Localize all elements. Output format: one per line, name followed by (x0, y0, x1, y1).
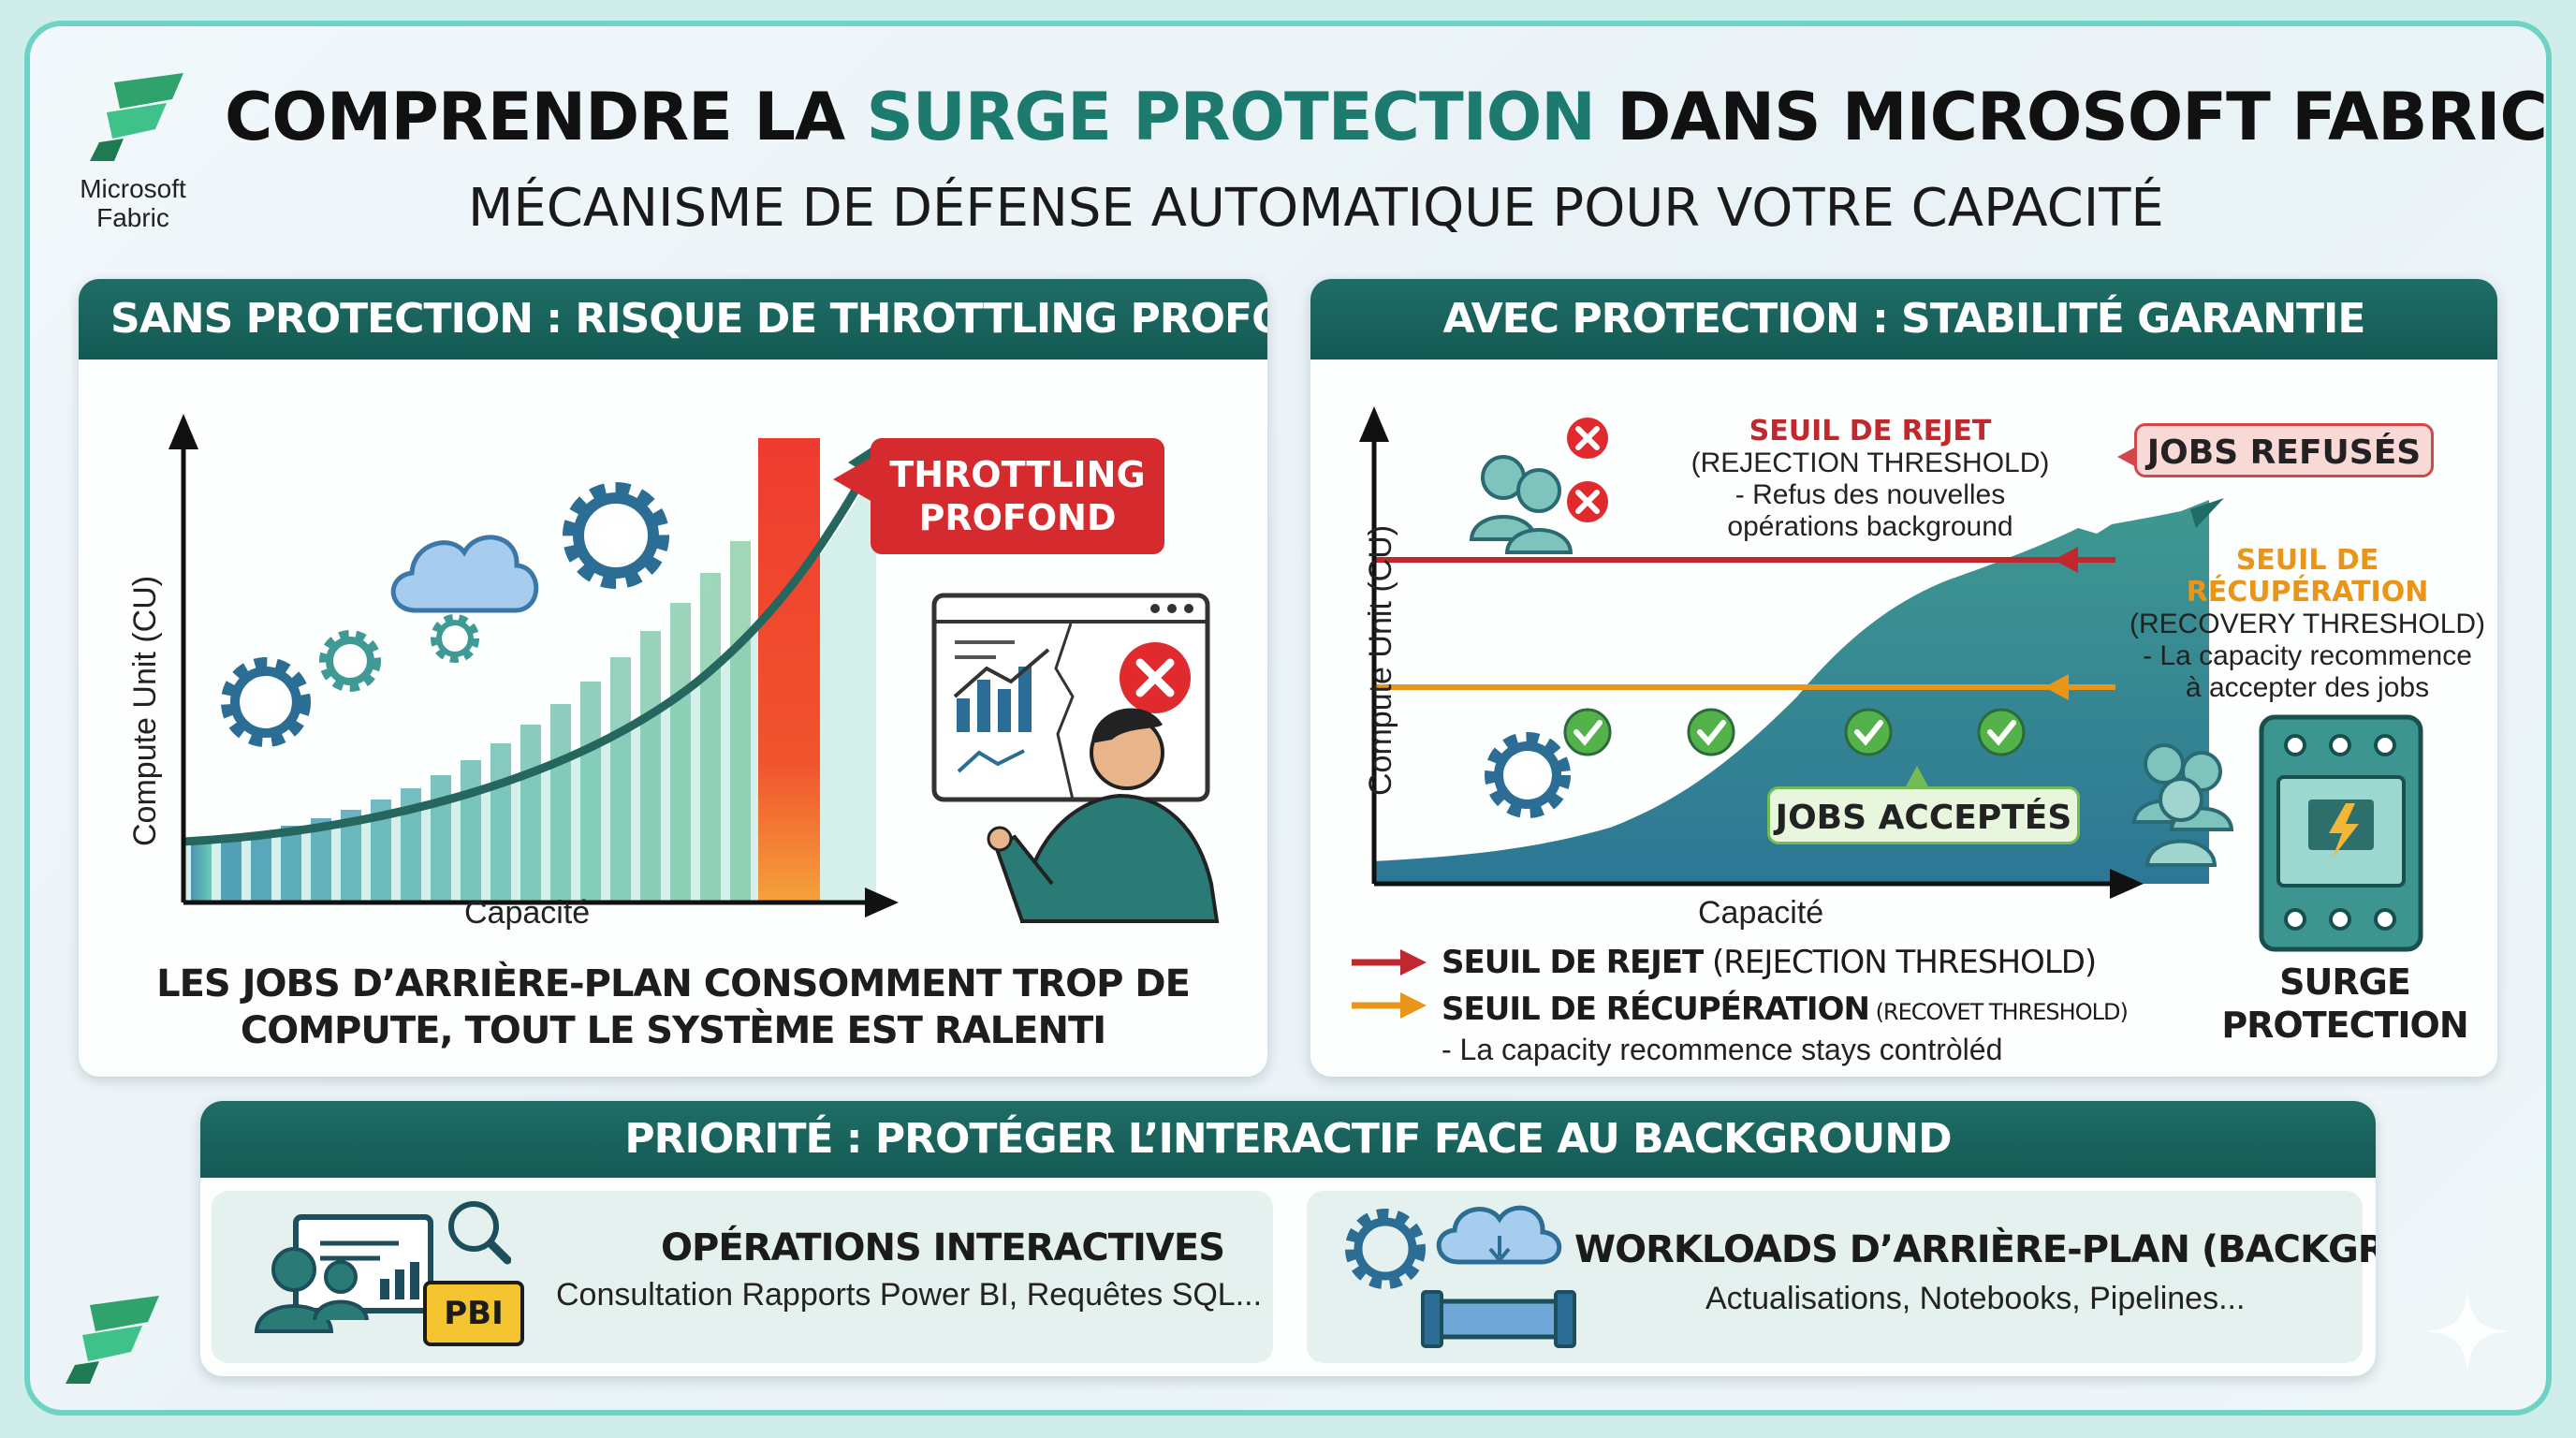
priority-section: PRIORITÉ : PROTÉGER L’INTERACTIF FACE AU… (200, 1101, 2376, 1376)
throttling-bar (758, 438, 820, 902)
panel-with-protection: AVEC PROTECTION : STABILITÉ GARANTIE (1310, 279, 2497, 1077)
logo-text-fabric: Fabric (96, 203, 169, 232)
callout-pointer (833, 457, 872, 502)
surge-protector-icon (2259, 714, 2423, 952)
priority-title: PRIORITÉ : PROTÉGER L’INTERACTIF FACE AU… (200, 1101, 2376, 1178)
gear-icon (1485, 732, 1571, 818)
page-title: COMPRENDRE LA SURGE PROTECTION DANS MICR… (225, 79, 2548, 155)
check-icon (1977, 708, 2026, 756)
background-workloads-card: WORKLOADS D’ARRIÈRE-PLAN (BACKGROUND) Ac… (1307, 1191, 2376, 1363)
legend-rejection: SEUIL DE REJET (REJECTION THRESHOLD) (1442, 944, 2097, 981)
background-text: Actualisations, Notebooks, Pipelines... (1705, 1281, 2246, 1316)
gear-icon (431, 614, 479, 663)
background-title: WORKLOADS D’ARRIÈRE-PLAN (BACKGROUND) (1574, 1228, 2376, 1271)
dashboard-error-icon (931, 593, 1210, 802)
interactive-title: OPÉRATIONS INTERACTIVES (661, 1226, 1225, 1269)
interactive-dashboard-icon (254, 1201, 511, 1333)
left-caption: LES JOBS D’ARRIÈRE-PLAN CONSOMMENT TROP … (156, 962, 1191, 1052)
throttling-callout: THROTTLING PROFOND (871, 438, 1164, 554)
title-accent: SURGE PROTECTION (866, 79, 1596, 155)
panel-title-without-protection: SANS PROTECTION : RISQUE DE THROTTLING P… (79, 279, 1267, 360)
microsoft-fabric-logo-icon (90, 73, 183, 161)
legend-recovery: SEUIL DE RÉCUPÉRATION (RECOVET THRESHOLD… (1442, 990, 2129, 1028)
surge-protection-label: SURGE PROTECTION (2221, 961, 2468, 1046)
logo-text-microsoft: Microsoft (80, 174, 186, 203)
pbi-badge: PBI (423, 1281, 524, 1346)
interactive-text: Consultation Rapports Power BI, Requêtes… (556, 1277, 1263, 1313)
usage-curve (183, 462, 874, 846)
panel-title-with-protection: AVEC PROTECTION : STABILITÉ GARANTIE (1310, 279, 2497, 360)
interactive-operations-card: PBI OPÉRATIONS INTERACTIVES Consultation… (212, 1191, 1273, 1363)
jobs-refused-label: JOBS REFUSÉS (2134, 423, 2434, 477)
logo-caption: Microsoft Fabric (58, 174, 208, 232)
cloud-icon (390, 535, 539, 613)
page-subtitle: MÉCANISME DE DÉFENSE AUTOMATIQUE POUR VO… (468, 178, 2164, 239)
microsoft-fabric-logo-icon (66, 1296, 159, 1384)
person-icon (987, 708, 1220, 923)
rejection-threshold-annotation: SEUIL DE REJET (REJECTION THRESHOLD) - R… (1690, 415, 2050, 543)
check-icon (1687, 708, 1735, 756)
jobs-accepted-label: JOBS ACCEPTÉS (1767, 786, 2080, 844)
background-pipeline-icon (1345, 1205, 1576, 1348)
right-y-axis-label: Compute Unit (CU) (1363, 524, 1398, 796)
check-icon (1844, 708, 1893, 756)
recovery-threshold-annotation: SEUIL DE RÉCUPÉRATION (RECOVERY THRESHOL… (2129, 544, 2486, 704)
panel-without-protection: SANS PROTECTION : RISQUE DE THROTTLING P… (79, 279, 1267, 1077)
gear-icon (221, 657, 311, 747)
gear-icon (319, 630, 381, 692)
gear-icon (563, 482, 669, 589)
right-x-axis-label: Capacité (1698, 895, 1824, 931)
left-y-axis-label: Compute Unit (CU) (127, 575, 163, 846)
users-icon (2131, 743, 2234, 867)
throttling-chart (168, 414, 1220, 923)
sparkle-icon (2426, 1290, 2509, 1372)
rejected-users-icon (1469, 418, 1608, 554)
check-icon (1563, 708, 1612, 756)
left-x-axis-label: Capacité (464, 895, 591, 931)
legend-recovery-note: - La capacity recommence stays contròléd (1442, 1033, 2003, 1066)
